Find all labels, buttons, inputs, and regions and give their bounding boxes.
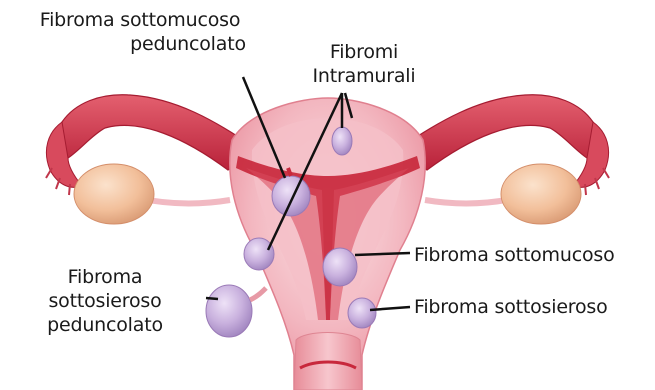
fibroid-stalk: [288, 168, 291, 176]
label-submucous-pedunculated: Fibroma sottomucoso peduncolato: [6, 8, 274, 56]
left-ovary: [74, 164, 154, 224]
label-subserous-pedunculated-line1: Fibroma: [20, 265, 190, 289]
label-intramural: Fibromi Intramurali: [305, 40, 423, 88]
label-subserous-pedunculated: Fibroma sottosieroso peduncolato: [20, 265, 190, 337]
label-submucous-pedunculated-line1: Fibroma sottomucoso: [6, 8, 274, 32]
label-subserous-pedunculated-line3: peduncolato: [20, 313, 190, 337]
subserous-pedunculated-fibroid: [206, 285, 252, 337]
submucous-fibroid: [323, 248, 357, 286]
label-submucous: Fibroma sottomucoso: [414, 243, 615, 267]
subserous-fibroid: [348, 298, 376, 328]
submucous-pedunculated-fibroid: [272, 176, 310, 216]
label-intramural-line1: Fibromi: [305, 40, 423, 64]
label-submucous-text: Fibroma sottomucoso: [414, 243, 615, 267]
intramural-fibroid-left: [244, 238, 274, 270]
right-ovary: [501, 164, 581, 224]
fibroid-peduncle: [250, 288, 266, 300]
label-submucous-pedunculated-line2: peduncolato: [6, 32, 274, 56]
label-intramural-line2: Intramurali: [305, 64, 423, 88]
label-subserous-pedunculated-line2: sottosieroso: [20, 289, 190, 313]
label-subserous: Fibroma sottosieroso: [414, 295, 608, 319]
label-subserous-text: Fibroma sottosieroso: [414, 295, 608, 319]
intramural-fibroid-top: [332, 127, 352, 155]
leader-line-subserous-pedunculated: [206, 298, 218, 299]
